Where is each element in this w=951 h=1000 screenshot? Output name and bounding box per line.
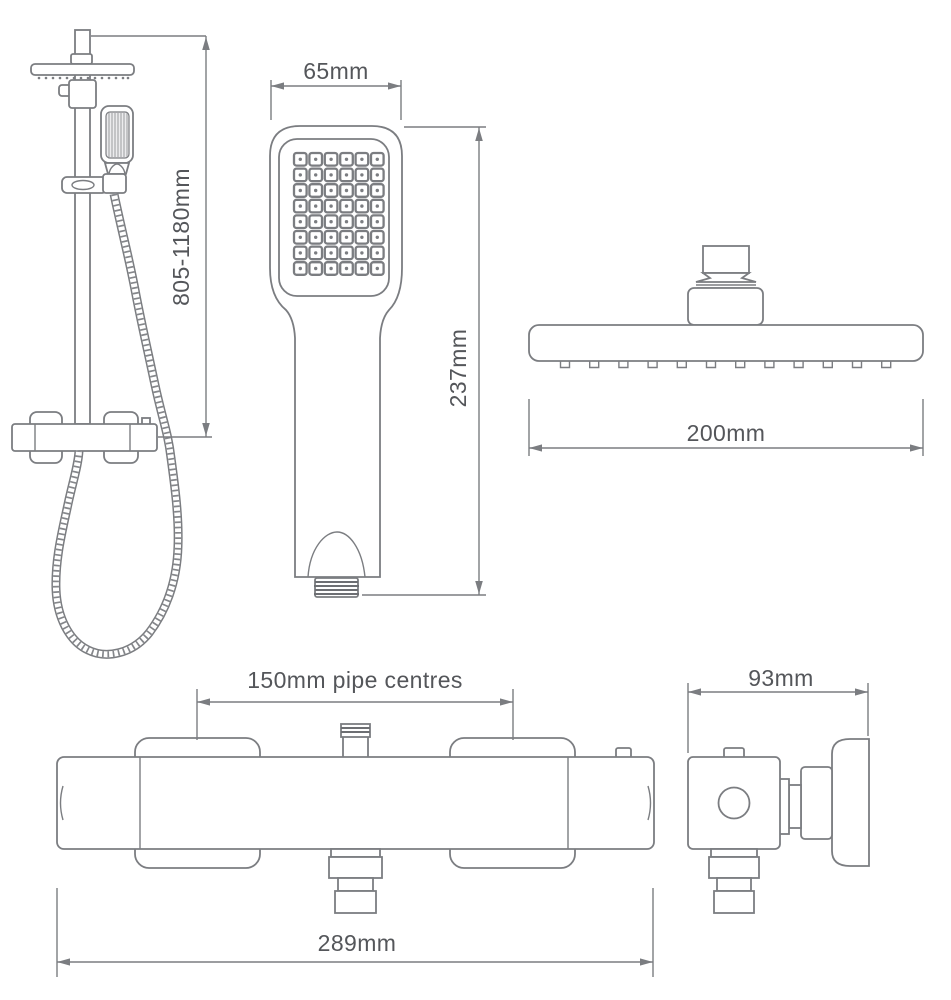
handset-clamp <box>102 173 127 194</box>
riser-height-label: 805-1180mm <box>168 168 194 306</box>
overhead-nozzle-tabs <box>559 361 892 369</box>
pole-collar <box>70 53 93 65</box>
handset-width-dimension: 65mm <box>270 58 402 120</box>
overhead-mount-block <box>687 287 764 326</box>
handset-cone <box>307 531 366 578</box>
overhead-shower-side-view: 200mm <box>528 245 924 456</box>
shower-hose <box>51 193 183 659</box>
mixer-side-dial <box>717 786 751 820</box>
mixer-side-flange-inner <box>788 784 802 829</box>
mixer-valve-side-view: 93mm <box>687 665 870 914</box>
bracket-slot <box>71 179 95 191</box>
overhead-plate-side <box>30 63 135 76</box>
mixer-side-outlet <box>708 848 760 914</box>
mixer-side-block <box>800 766 833 840</box>
handset-front-view: 65mm 237mm <box>269 58 486 598</box>
handset-width-label: 65mm <box>303 58 369 84</box>
handset-thread <box>314 577 359 598</box>
valve-bar-body <box>11 423 158 452</box>
overhead-plate-nozzle-dots <box>37 76 130 80</box>
mixer-depth-dimension: 93mm <box>687 665 869 753</box>
overhead-head-plate <box>528 324 924 362</box>
slider-bracket <box>61 176 108 194</box>
overhead-width-label: 200mm <box>687 420 766 446</box>
overhead-width-dimension: 200mm <box>528 399 924 456</box>
mixer-bottom-outlet <box>328 848 383 914</box>
riser-height-dimension: 805-1180mm <box>91 35 212 438</box>
diverter-block <box>68 79 97 109</box>
riser-valve-bar <box>11 411 158 464</box>
overhead-connector <box>702 245 750 274</box>
mixer-bar-body <box>56 756 655 850</box>
handset-in-holder <box>100 105 134 194</box>
mixer-side-wall-plate <box>831 738 870 867</box>
pipe-centres-dimension: 150mm pipe centres <box>196 667 514 740</box>
mixer-valve-front-view: 150mm pipe centres 289mm <box>56 667 655 977</box>
pipe-centres-label: 150mm pipe centres <box>247 667 463 693</box>
mixer-depth-label: 93mm <box>748 665 814 691</box>
handset-nozzle-grid <box>292 151 385 276</box>
mixer-width-label: 289mm <box>318 930 397 956</box>
mixer-top-pipe <box>340 723 371 759</box>
handset-face-hatch <box>108 113 128 157</box>
mixer-knob-left-arc <box>59 785 64 821</box>
handset-height-label: 237mm <box>445 329 471 408</box>
mixer-knob-right-arc <box>647 785 652 821</box>
handset-height-dimension: 237mm <box>362 126 486 596</box>
mixer-width-dimension: 289mm <box>56 888 654 977</box>
riser-rail-view: 805-1180mm <box>11 29 212 659</box>
overhead-flare <box>695 272 757 283</box>
